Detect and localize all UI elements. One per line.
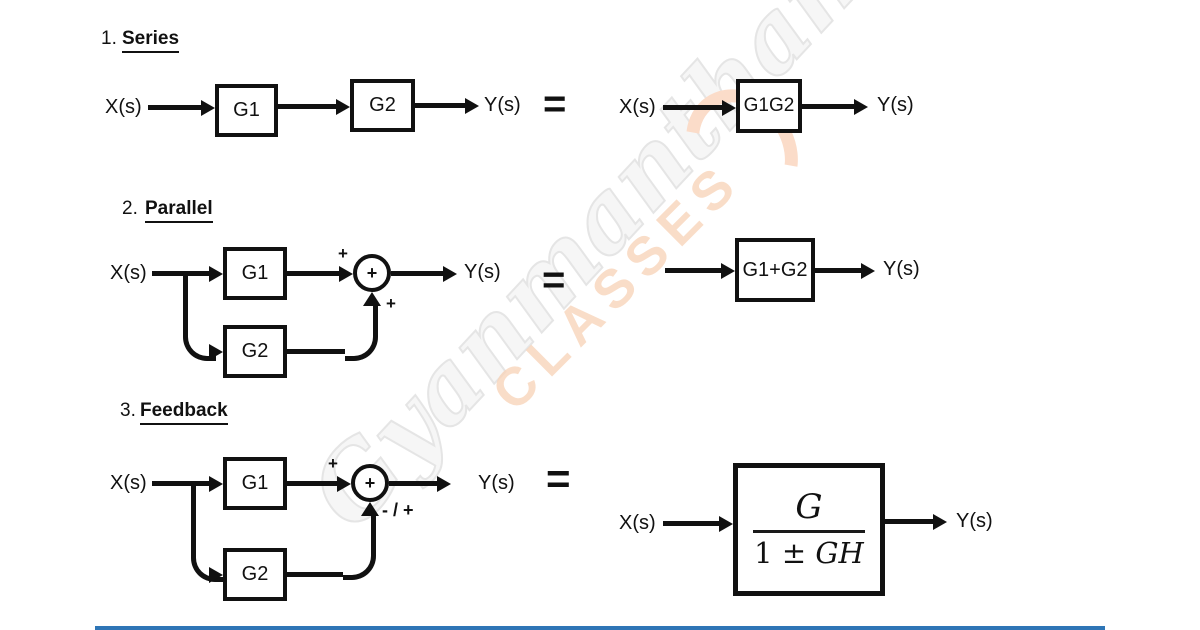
s3-den-variables: GH xyxy=(815,536,864,571)
s2-right-arrowhead-input xyxy=(721,263,735,279)
s2-sign-top: + xyxy=(338,244,348,263)
section1-number: 1. xyxy=(101,28,117,49)
s3-sign-bottom: - / + xyxy=(382,500,414,520)
s1-equals-sign: = xyxy=(543,82,567,126)
s3-right-line-output xyxy=(885,519,933,524)
s3-sign-top: + xyxy=(328,454,338,473)
s2-input-label: X(s) xyxy=(110,262,147,284)
s1-arrowhead-g2 xyxy=(336,99,350,115)
s2-summing-junction: + xyxy=(353,254,391,292)
s1-right-block-g1g2: G1G2 xyxy=(736,79,802,133)
s3-right-arrowhead-output xyxy=(933,514,947,530)
s3-right-transfer-function-block: G 1 ± GH xyxy=(733,463,885,596)
s1-right-line-output xyxy=(802,104,854,109)
s3-den-prefix: 1 ± xyxy=(754,536,816,571)
s1-line-g1-g2 xyxy=(278,104,336,109)
s1-arrowhead-output xyxy=(465,98,479,114)
s2-arrowhead-up xyxy=(363,292,381,306)
s3-line-g1-sum xyxy=(287,481,337,486)
s2-line-output xyxy=(391,271,443,276)
s2-output-label: Y(s) xyxy=(464,261,501,283)
s2-block-g2: G2 xyxy=(223,325,287,378)
section1-title: Series xyxy=(122,28,180,53)
s2-arrowhead-g2 xyxy=(209,344,223,360)
s3-arrowhead-up xyxy=(361,502,379,516)
section2-title: Parallel xyxy=(145,198,213,223)
s1-arrowhead-input xyxy=(201,100,215,116)
s2-arrowhead-sum xyxy=(339,266,353,282)
s2-line-input xyxy=(152,271,209,276)
s3-arrowhead-sum xyxy=(337,476,351,492)
s2-equals-sign: = xyxy=(542,258,566,302)
s1-line-input xyxy=(148,105,201,110)
s1-right-arrowhead-output xyxy=(854,99,868,115)
s3-right-input-label: X(s) xyxy=(619,512,656,534)
s1-right-output-label: Y(s) xyxy=(877,94,914,116)
s3-branch-curve-down xyxy=(191,481,224,582)
s2-line-g2-out xyxy=(287,349,345,354)
s2-sign-bottom: + xyxy=(386,294,396,313)
s3-output-label: Y(s) xyxy=(478,472,515,494)
s2-block-g1: G1 xyxy=(223,247,287,300)
s2-line-g1-sum xyxy=(287,271,339,276)
s3-arrowhead-output xyxy=(437,476,451,492)
s1-right-line-input xyxy=(663,105,722,110)
s3-right-arrowhead-input xyxy=(719,516,733,532)
bottom-accent-bar xyxy=(95,626,1105,630)
s2-right-line-output xyxy=(815,268,861,273)
s3-block-g1: G1 xyxy=(223,457,287,510)
s2-right-block-sum: G1+G2 xyxy=(735,238,815,302)
s2-feedback-curve-up xyxy=(345,304,378,361)
s3-fraction-bar xyxy=(753,530,865,534)
s2-branch-curve-down xyxy=(183,271,216,361)
s1-block-g2: G2 xyxy=(350,79,415,132)
s3-fraction-denominator: 1 ± GH xyxy=(754,538,864,568)
s3-summing-junction: + xyxy=(351,464,389,502)
s3-feedback-curve-up xyxy=(343,514,376,580)
s2-right-arrowhead-output xyxy=(861,263,875,279)
section2-number: 2. xyxy=(122,198,138,219)
s2-arrowhead-output xyxy=(443,266,457,282)
s2-right-line-input xyxy=(665,268,721,273)
section3-number: 3. xyxy=(120,400,136,421)
s1-line-output xyxy=(415,103,465,108)
s2-right-output-label: Y(s) xyxy=(883,258,920,280)
s3-equals-sign: = xyxy=(546,455,571,502)
s1-input-label: X(s) xyxy=(105,96,142,118)
s3-right-line-input xyxy=(663,521,719,526)
s1-right-arrowhead-input xyxy=(722,100,736,116)
s3-arrowhead-g2 xyxy=(209,567,223,583)
s3-block-g2: G2 xyxy=(223,548,287,601)
s3-line-input xyxy=(152,481,209,486)
s3-line-output xyxy=(389,481,437,486)
s3-input-label: X(s) xyxy=(110,472,147,494)
s3-right-output-label: Y(s) xyxy=(956,510,993,532)
section3-title: Feedback xyxy=(140,400,228,425)
s3-fraction-numerator: G xyxy=(795,487,823,528)
s1-output-label: Y(s) xyxy=(484,94,521,116)
s1-right-input-label: X(s) xyxy=(619,96,656,118)
s1-block-g1: G1 xyxy=(215,84,278,137)
s3-line-g2-out xyxy=(287,572,343,577)
